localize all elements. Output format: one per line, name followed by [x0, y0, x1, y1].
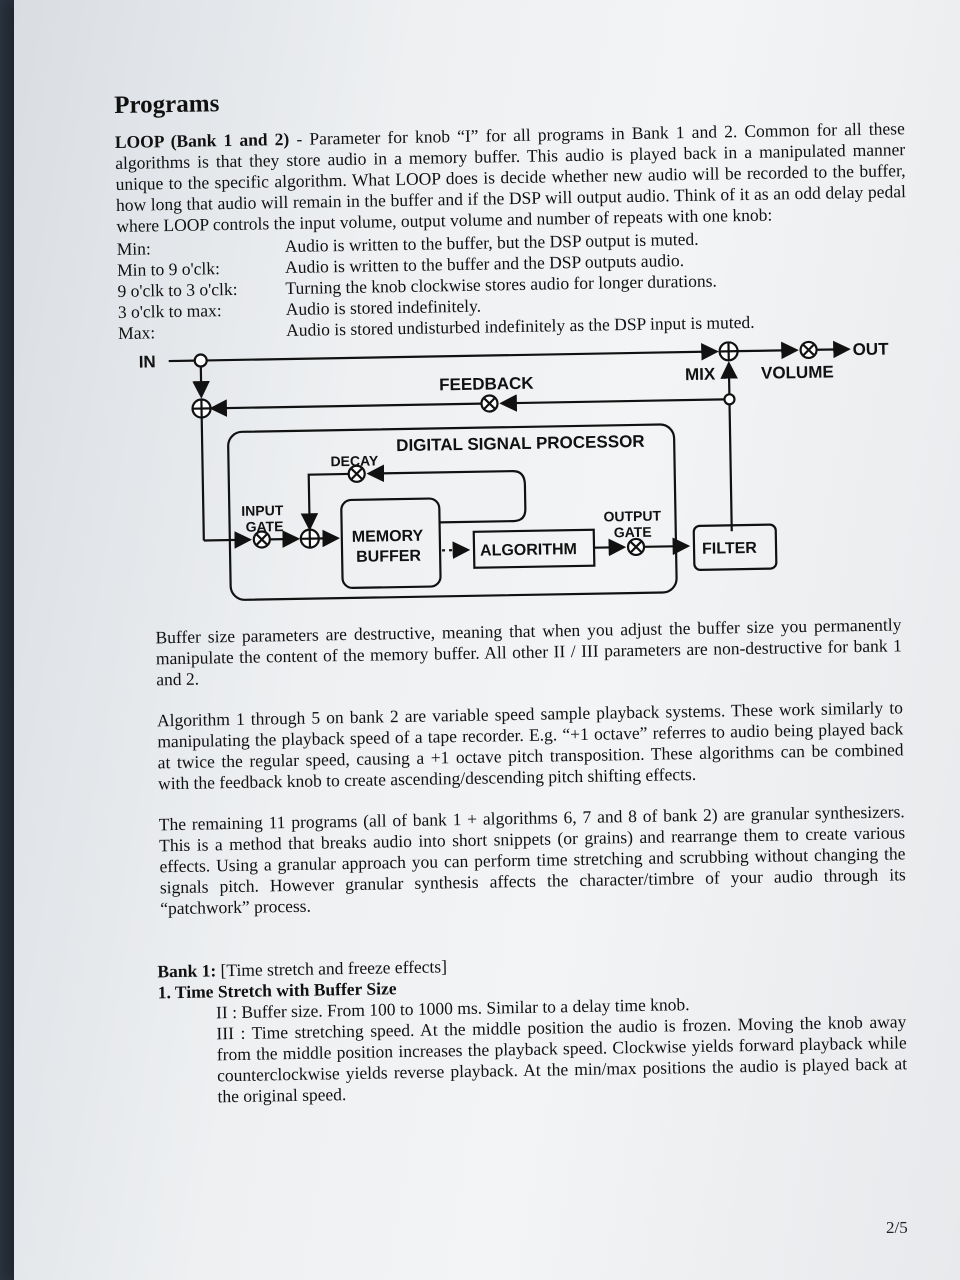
- diagram-buffer-label: BUFFER: [356, 548, 422, 566]
- paragraph-algorithm: Algorithm 1 through 5 on bank 2 are vari…: [156, 697, 904, 794]
- page-title: Programs: [114, 90, 220, 119]
- diagram-filter-label: FILTER: [702, 540, 758, 558]
- paragraph-granular: The remaining 11 programs (all of bank 1…: [158, 801, 906, 919]
- param-iii: III : Time stretching speed. At the midd…: [216, 1011, 908, 1107]
- diagram-algorithm-label: ALGORITHM: [480, 541, 577, 560]
- diagram-input-gate-label: INPUT: [241, 502, 284, 519]
- loop-settings-list: Min: Audio is written to the buffer, but…: [117, 225, 909, 344]
- loop-heading: LOOP (Bank 1 and 2): [114, 128, 290, 152]
- setting-pos: 3 o'clk to max:: [117, 300, 222, 322]
- diagram-output-gate-label-2: GATE: [614, 524, 652, 541]
- diagram-dsp-label: DIGITAL SIGNAL PROCESSOR: [396, 432, 645, 455]
- diagram-out-label: OUT: [852, 340, 889, 360]
- paper-sheet: Programs LOOP (Bank 1 and 2) - Parameter…: [14, 0, 960, 1280]
- diagram-input-gate-label-2: GATE: [245, 518, 283, 535]
- bank1-desc: [Time stretch and freeze effects]: [216, 956, 448, 981]
- diagram-volume-label: VOLUME: [761, 362, 834, 382]
- paragraph-buffer: Buffer size parameters are destructive, …: [155, 614, 902, 690]
- bank1-label: Bank 1:: [157, 960, 217, 982]
- setting-pos: 9 o'clk to 3 o'clk:: [117, 278, 238, 301]
- setting-pos: Max:: [118, 322, 156, 343]
- signal-flow-diagram: IN OUT FEEDBACK MIX VOLUME DIGITAL SIGNA…: [139, 340, 889, 601]
- diagram-mix-label: MIX: [685, 365, 716, 385]
- diagram-output-gate-label: OUTPUT: [603, 508, 661, 525]
- document-content: Programs LOOP (Bank 1 and 2) - Parameter…: [114, 78, 922, 1109]
- diagram-in-label: IN: [139, 352, 156, 371]
- diagram-decay-label: DECAY: [330, 452, 379, 469]
- setting-pos: Min:: [116, 238, 151, 259]
- page-number: 2/5: [886, 1218, 908, 1237]
- loop-intro: LOOP (Bank 1 and 2) - Parameter for knob…: [115, 118, 907, 237]
- diagram-memory-label: MEMORY: [352, 528, 424, 546]
- setting-pos: Min to 9 o'clk:: [116, 258, 221, 280]
- diagram-feedback-label: FEEDBACK: [439, 374, 534, 395]
